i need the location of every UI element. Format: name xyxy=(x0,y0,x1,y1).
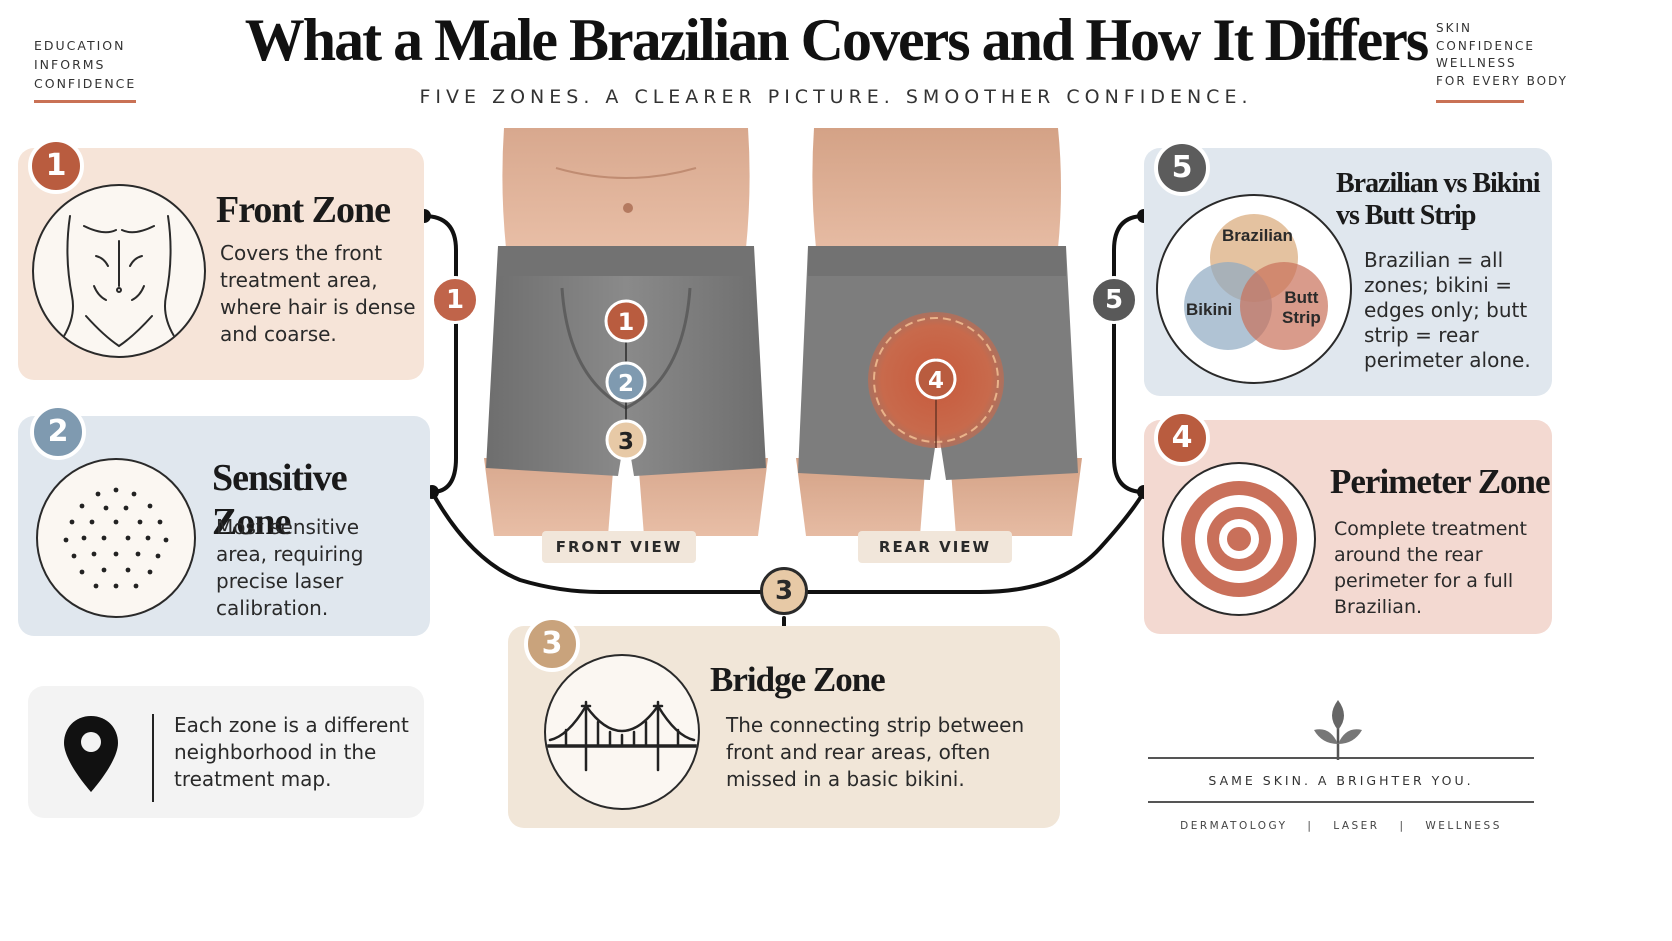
venn-label-line: Butt xyxy=(1284,288,1319,307)
bridge-zone-description: The connecting strip between front and r… xyxy=(726,713,1025,791)
front-zone-title: Front Zone xyxy=(216,189,391,231)
tip-divider xyxy=(152,714,154,802)
footer-services: DERMATOLOGY | LASER | WELLNESS xyxy=(1148,820,1534,832)
svg-text:2: 2 xyxy=(618,371,634,397)
dots-icon xyxy=(36,458,196,618)
zone-5-badge: 5 xyxy=(1154,140,1210,196)
footer-service: DERMATOLOGY xyxy=(1180,820,1288,832)
footer-separator: | xyxy=(1399,820,1406,832)
comparison-title: Brazilian vs Bikini vs Butt Strip xyxy=(1336,168,1540,232)
sensitive-zone-description: Most sensitive area, requiring precise l… xyxy=(216,515,364,620)
svg-text:3: 3 xyxy=(618,429,634,455)
front-view-label: FRONT VIEW xyxy=(542,531,696,563)
rear-view-label: REAR VIEW xyxy=(858,531,1012,563)
front-view-illustration: 1 2 3 xyxy=(484,128,768,536)
svg-text:1: 1 xyxy=(618,308,635,336)
page-title: What a Male Brazilian Covers and How It … xyxy=(244,7,1430,73)
corner-tagline-left: EDUCATION INFORMS CONFIDENCE xyxy=(34,36,136,93)
corner-line: INFORMS xyxy=(34,57,106,72)
corner-rule-right xyxy=(1436,100,1524,103)
footer-service: WELLNESS xyxy=(1425,820,1502,832)
connector-badge-5: 5 xyxy=(1090,276,1138,324)
front-zone-card: 1 Front Zone Covers the front treatment … xyxy=(18,138,424,380)
corner-line: SKIN xyxy=(1436,21,1473,35)
venn-icon: Brazilian Bikini Butt Strip xyxy=(1156,194,1352,384)
corner-line: CONFIDENCE xyxy=(1436,38,1536,53)
svg-text:4: 4 xyxy=(928,368,944,394)
connector-badge-3: 3 xyxy=(760,567,808,615)
perimeter-zone-card: 4 Perimeter Zone Complete treatment arou… xyxy=(1144,410,1552,634)
venn-label-bikini: Bikini xyxy=(1186,300,1233,319)
venn-label-brazilian: Brazilian xyxy=(1222,226,1293,245)
comparison-description: Brazilian = all zones; bikini = edges on… xyxy=(1364,248,1531,372)
venn-label-butt-strip: Butt Strip xyxy=(1282,288,1321,328)
location-pin-icon xyxy=(62,714,120,799)
corner-tagline-right: SKIN CONFIDENCE WELLNESS FOR EVERY BODY xyxy=(1436,20,1568,90)
leaf-sprout-icon xyxy=(1308,700,1368,767)
corner-line: WELLNESS xyxy=(1436,56,1517,70)
tip-card: Each zone is a different neighborhood in… xyxy=(28,686,424,818)
bridge-zone-title: Bridge Zone xyxy=(710,660,886,699)
bridge-icon xyxy=(544,654,700,810)
corner-rule-left xyxy=(34,100,136,103)
zone-3-badge: 3 xyxy=(524,616,580,672)
footer-rule-top xyxy=(1148,757,1534,759)
corner-line: EDUCATION xyxy=(34,38,126,53)
footer-service: LASER xyxy=(1333,820,1380,832)
corner-line: CONFIDENCE xyxy=(34,76,137,91)
zone-2-badge: 2 xyxy=(30,404,86,460)
zone-1-badge: 1 xyxy=(28,138,84,194)
front-zone-description: Covers the front treatment area, where h… xyxy=(220,241,416,346)
bridge-zone-card: 3 Bridge Zone The connecting strip betwe… xyxy=(508,616,1060,828)
comparison-title-line: vs Butt Strip xyxy=(1336,200,1476,231)
comparison-title-line: Brazilian vs Bikini xyxy=(1336,168,1540,199)
connector-badge-1: 1 xyxy=(431,276,479,324)
rear-view-illustration: 4 xyxy=(796,128,1082,536)
footer-rule-bottom xyxy=(1148,801,1534,803)
page-subtitle: FIVE ZONES. A CLEARER PICTURE. SMOOTHER … xyxy=(419,86,1253,108)
tip-text: Each zone is a different neighborhood in… xyxy=(174,713,409,791)
corner-line: FOR EVERY BODY xyxy=(1436,73,1568,88)
perimeter-zone-description: Complete treatment around the rear perim… xyxy=(1334,518,1527,618)
comparison-card: Brazilian Bikini Butt Strip 5 Brazilian … xyxy=(1144,140,1552,396)
torso-icon xyxy=(32,184,206,358)
venn-label-line: Strip xyxy=(1282,308,1321,327)
footer-tagline: SAME SKIN. A BRIGHTER YOU. xyxy=(1208,773,1474,788)
perimeter-zone-title: Perimeter Zone xyxy=(1330,462,1551,501)
sensitive-zone-title: Sensitive Zone xyxy=(212,457,348,543)
target-icon xyxy=(1162,462,1316,616)
footer-separator: | xyxy=(1307,820,1314,832)
sensitive-zone-card: 2 Sensitive Zone Most sensitive area, re… xyxy=(18,404,430,636)
zone-4-badge: 4 xyxy=(1154,410,1210,466)
